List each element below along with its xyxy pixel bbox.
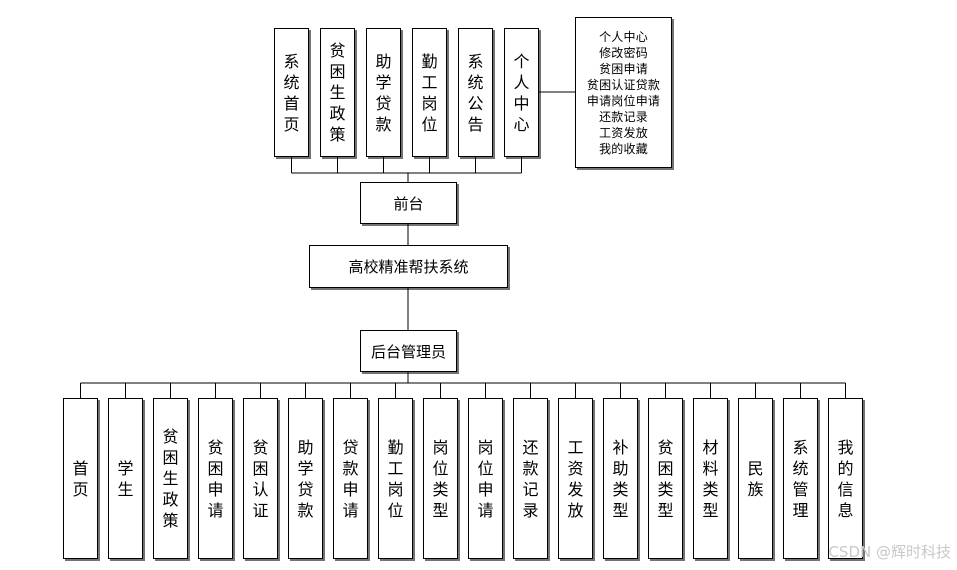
admin-module-box-label: 岗位类型 bbox=[432, 437, 449, 520]
frontend-module-box: 勤工岗位 bbox=[412, 28, 447, 157]
front-node: 前台 bbox=[360, 182, 457, 224]
admin-module-box: 岗位类型 bbox=[423, 398, 458, 559]
frontend-module-box-label: 系统首页 bbox=[283, 51, 300, 134]
admin-module-box: 民族 bbox=[738, 398, 773, 559]
admin-module-box-label: 贫困认证 bbox=[252, 437, 269, 520]
admin-module-box-label: 贫困生政策 bbox=[162, 427, 179, 530]
admin-module-box-label: 贷款申请 bbox=[342, 437, 359, 520]
frontend-module-box: 贫困生政策 bbox=[320, 28, 355, 157]
admin-module-box-label: 系统管理 bbox=[792, 437, 809, 520]
admin-module-box: 助学贷款 bbox=[288, 398, 323, 559]
admin-module-box-label: 助学贷款 bbox=[297, 437, 314, 520]
admin-module-box: 还款记录 bbox=[513, 398, 548, 559]
admin-module-box-label: 勤工岗位 bbox=[387, 437, 404, 520]
admin-module-box-label: 工资发放 bbox=[567, 437, 584, 520]
admin-module-box-label: 学生 bbox=[117, 458, 134, 499]
admin-node: 后台管理员 bbox=[360, 330, 457, 372]
admin-module-box-label: 岗位申请 bbox=[477, 437, 494, 520]
admin-module-box: 勤工岗位 bbox=[378, 398, 413, 559]
admin-module-box-label: 还款记录 bbox=[522, 437, 539, 520]
frontend-module-box-label: 助学贷款 bbox=[375, 51, 392, 134]
admin-module-box: 系统管理 bbox=[783, 398, 818, 559]
frontend-module-box-label: 个人中心 bbox=[513, 51, 530, 134]
watermark: CSDN @辉时科技 bbox=[828, 543, 951, 561]
root-node-label: 高校精准帮扶系统 bbox=[348, 258, 469, 276]
admin-node-label: 后台管理员 bbox=[370, 342, 446, 361]
personal-center-item: 申请岗位申请 bbox=[586, 93, 661, 108]
admin-module-box: 贫困类型 bbox=[648, 398, 683, 559]
admin-module-box-label: 材料类型 bbox=[702, 437, 719, 520]
admin-module-box: 我的信息 bbox=[828, 398, 863, 559]
admin-module-box-label: 我的信息 bbox=[837, 437, 854, 520]
admin-module-box-label: 补助类型 bbox=[612, 437, 629, 520]
admin-module-box: 材料类型 bbox=[693, 398, 728, 559]
frontend-module-box: 系统公告 bbox=[458, 28, 493, 157]
frontend-module-box: 个人中心 bbox=[504, 28, 539, 157]
admin-module-box: 贫困认证 bbox=[243, 398, 278, 559]
frontend-module-box-label: 系统公告 bbox=[467, 51, 484, 134]
admin-module-box-label: 民族 bbox=[747, 458, 764, 499]
personal-center-item: 贫困申请 bbox=[599, 61, 648, 76]
personal-center-item: 还款记录 bbox=[599, 109, 648, 124]
admin-module-box-label: 首页 bbox=[72, 458, 89, 499]
admin-module-box-label: 贫困类型 bbox=[657, 437, 674, 520]
personal-center-item: 我的收藏 bbox=[599, 141, 648, 156]
frontend-module-box: 助学贷款 bbox=[366, 28, 401, 157]
admin-module-box: 学生 bbox=[108, 398, 143, 559]
admin-module-box: 岗位申请 bbox=[468, 398, 503, 559]
admin-module-box: 工资发放 bbox=[558, 398, 593, 559]
personal-center-item: 贫困认证贷款 bbox=[586, 77, 661, 92]
admin-module-box: 贫困申请 bbox=[198, 398, 233, 559]
personal-center-item: 工资发放 bbox=[599, 125, 648, 140]
front-node-label: 前台 bbox=[393, 194, 424, 213]
personal-center-list: 个人中心修改密码贫困申请贫困认证贷款申请岗位申请还款记录工资发放我的收藏 bbox=[575, 17, 672, 168]
personal-center-item: 个人中心 bbox=[599, 29, 648, 44]
frontend-module-box-label: 贫困生政策 bbox=[329, 41, 346, 144]
admin-module-box: 补助类型 bbox=[603, 398, 638, 559]
admin-module-box: 贷款申请 bbox=[333, 398, 368, 559]
personal-center-item: 修改密码 bbox=[599, 45, 648, 60]
admin-module-box: 首页 bbox=[63, 398, 98, 559]
frontend-module-box: 系统首页 bbox=[274, 28, 309, 157]
root-node: 高校精准帮扶系统 bbox=[309, 245, 508, 288]
frontend-module-box-label: 勤工岗位 bbox=[421, 51, 438, 134]
admin-module-box-label: 贫困申请 bbox=[207, 437, 224, 520]
admin-module-box: 贫困生政策 bbox=[153, 398, 188, 559]
